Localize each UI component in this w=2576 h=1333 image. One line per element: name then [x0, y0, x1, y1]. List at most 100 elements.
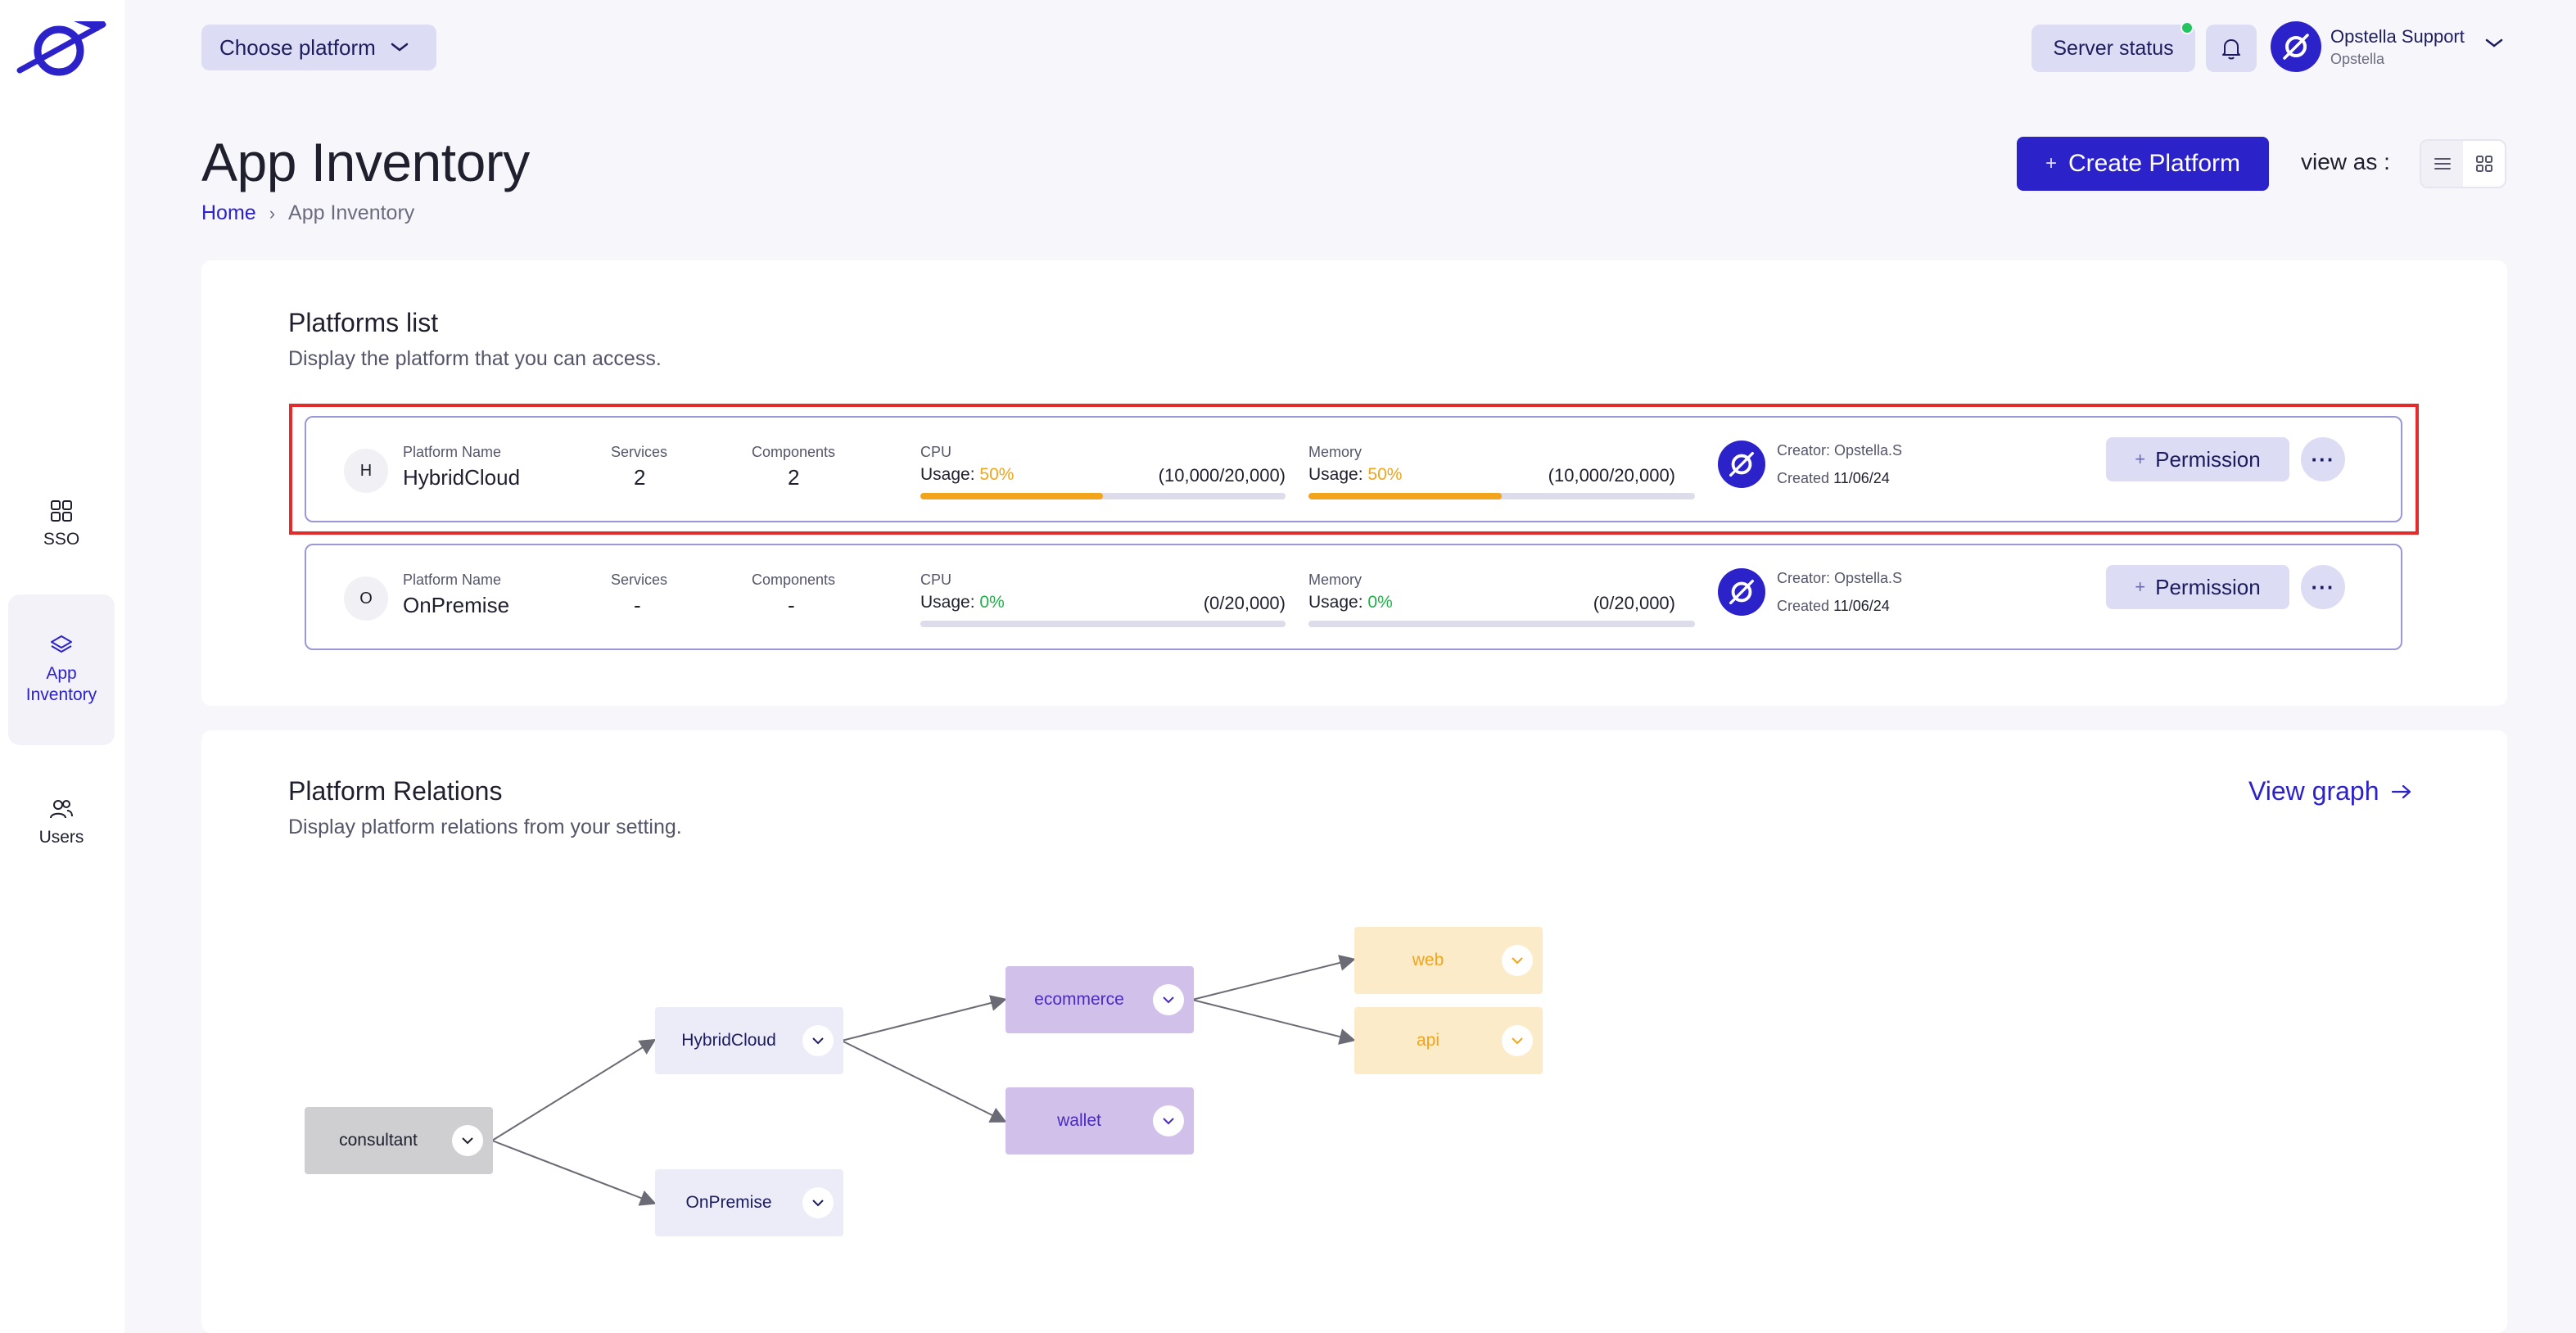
node-label: web	[1412, 951, 1444, 969]
components-label: Components	[752, 572, 836, 588]
chevron-down-icon[interactable]	[1153, 1105, 1184, 1136]
sidebar-item-label: SSO	[43, 530, 80, 549]
platforms-list-subtitle: Display the platform that you can access…	[288, 347, 662, 370]
platform-row-onpremise[interactable]: O Platform Name OnPremise Services - Com…	[305, 544, 2402, 650]
user-menu-chevron-icon[interactable]	[2485, 38, 2503, 53]
cpu-ratio: (0/20,000)	[1203, 593, 1286, 613]
permission-label: Permission	[2155, 574, 2261, 599]
cpu-usage-bar	[920, 621, 1286, 627]
cpu-usage-percent: 50%	[979, 465, 1015, 484]
user-name: Opstella Support	[2330, 26, 2465, 47]
grid-icon	[51, 500, 72, 522]
chevron-down-icon	[391, 43, 409, 52]
node-web[interactable]: web	[1354, 927, 1543, 994]
memory-label: Memory	[1308, 572, 1363, 588]
creator-logo-icon	[1718, 568, 1765, 616]
memory-usage-percent: 50%	[1367, 465, 1403, 484]
permission-button[interactable]: + Permission	[2106, 565, 2289, 609]
plus-icon: +	[2135, 576, 2146, 597]
chevron-down-icon[interactable]	[1502, 1025, 1533, 1056]
edge-ecommerce-web	[1191, 955, 1356, 1001]
server-status-label: Server status	[2053, 36, 2174, 60]
node-api[interactable]: api	[1354, 1007, 1543, 1074]
user-org: Opstella	[2330, 51, 2385, 67]
breadcrumb-current: App Inventory	[288, 201, 415, 224]
node-label: api	[1416, 1031, 1440, 1050]
created-date: Created 11/06/24	[1777, 470, 1890, 486]
user-avatar[interactable]	[2271, 21, 2321, 72]
choose-platform-dropdown[interactable]: Choose platform	[201, 25, 436, 70]
sidebar-item-users[interactable]: Users	[8, 786, 115, 860]
components-count: -	[788, 593, 795, 617]
cpu-usage-bar	[920, 493, 1286, 499]
opstella-logo[interactable]	[16, 18, 106, 79]
permission-label: Permission	[2155, 446, 2261, 472]
breadcrumb-home-link[interactable]: Home	[201, 201, 256, 224]
node-consultant[interactable]: consultant	[305, 1107, 493, 1174]
node-ecommerce[interactable]: ecommerce	[1006, 966, 1194, 1033]
platform-relations-title: Platform Relations	[288, 776, 503, 806]
node-label: HybridCloud	[681, 1031, 776, 1050]
creator: Creator: Opstella.S	[1777, 570, 1903, 586]
breadcrumb: Home › App Inventory	[201, 201, 414, 225]
creator: Creator: Opstella.S	[1777, 442, 1903, 459]
platform-name-label: Platform Name	[403, 572, 502, 588]
cpu-usage-percent: 0%	[979, 593, 1005, 612]
relations-graph-edges	[491, 955, 1356, 1206]
memory-usage: Usage: 0%	[1308, 593, 1393, 612]
breadcrumb-separator-icon: ›	[269, 202, 276, 224]
view-toggle	[2420, 139, 2506, 188]
platform-initial: H	[344, 449, 388, 493]
list-icon	[2434, 158, 2451, 169]
node-label: consultant	[339, 1131, 418, 1150]
edge-hybridcloud-ecommerce	[841, 995, 1007, 1042]
node-hybridcloud[interactable]: HybridCloud	[655, 1007, 843, 1074]
server-status-button[interactable]: Server status	[2031, 21, 2195, 72]
more-options-button[interactable]: ···	[2301, 437, 2345, 481]
sidebar-item-app-inventory[interactable]: App Inventory	[8, 594, 115, 745]
chevron-down-icon[interactable]	[802, 1187, 834, 1218]
node-label: wallet	[1057, 1111, 1101, 1130]
permission-button[interactable]: + Permission	[2106, 437, 2289, 481]
view-as-label: view as :	[2301, 149, 2390, 174]
components-label: Components	[752, 444, 836, 460]
platform-relations-subtitle: Display platform relations from your set…	[288, 816, 682, 838]
create-platform-button[interactable]: + Create Platform	[2017, 137, 2269, 191]
highlight-box	[289, 404, 2419, 535]
services-label: Services	[611, 444, 668, 460]
plus-icon: +	[2135, 449, 2146, 469]
components-count: 2	[788, 465, 800, 490]
status-online-dot	[2181, 21, 2194, 34]
node-wallet[interactable]: wallet	[1006, 1087, 1194, 1155]
sidebar-item-sso[interactable]: SSO	[8, 488, 115, 562]
memory-ratio: (10,000/20,000)	[1548, 465, 1675, 486]
memory-usage-bar	[1308, 493, 1695, 499]
chevron-down-icon[interactable]	[452, 1125, 483, 1156]
edge-consultant-hybridcloud	[491, 1038, 657, 1141]
cpu-usage: Usage: 0%	[920, 593, 1005, 612]
choose-platform-label: Choose platform	[219, 34, 376, 60]
plus-icon: +	[2045, 152, 2057, 174]
grid-view-button[interactable]	[2463, 141, 2505, 187]
more-options-button[interactable]: ···	[2301, 565, 2345, 609]
list-view-button[interactable]	[2421, 141, 2463, 187]
memory-label: Memory	[1308, 444, 1363, 460]
arrow-right-icon	[2391, 784, 2411, 798]
edge-consultant-onpremise	[491, 1140, 657, 1206]
chevron-down-icon[interactable]	[802, 1025, 834, 1056]
notifications-button[interactable]	[2206, 25, 2257, 72]
view-graph-label: View graph	[2248, 776, 2379, 806]
node-onpremise[interactable]: OnPremise	[655, 1169, 843, 1236]
sidebar: SSO App Inventory Users	[0, 0, 124, 1333]
cpu-ratio: (10,000/20,000)	[1158, 465, 1286, 486]
cpu-label: CPU	[920, 572, 952, 588]
view-graph-link[interactable]: View graph	[2248, 776, 2412, 807]
users-icon	[50, 800, 73, 819]
cpu-usage: Usage: 50%	[920, 465, 1015, 484]
chevron-down-icon[interactable]	[1153, 984, 1184, 1015]
memory-ratio: (0/20,000)	[1593, 593, 1675, 613]
services-count: -	[634, 593, 641, 617]
sidebar-item-label: Users	[38, 828, 84, 847]
chevron-down-icon[interactable]	[1502, 945, 1533, 976]
platform-row-hybridcloud[interactable]: H Platform Name HybridCloud Services 2 C…	[305, 416, 2402, 522]
